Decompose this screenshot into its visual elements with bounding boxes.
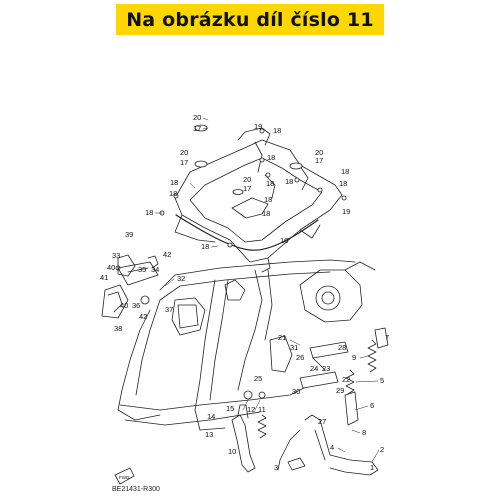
callout-42: 42 (139, 312, 147, 321)
leader-lines (154, 117, 380, 463)
callout-2: 2 (380, 445, 384, 454)
callout-29: 29 (336, 386, 344, 395)
callout-18: 18 (264, 195, 272, 204)
callout-14: 14 (207, 412, 215, 421)
callout-26: 26 (296, 353, 304, 362)
side-stand (231, 390, 266, 473)
callout-16: 16 (280, 236, 288, 245)
callout-17: 17 (243, 184, 251, 193)
fwd-arrow-label: FWD (119, 475, 130, 480)
callout-33: 33 (112, 251, 120, 260)
callout-18: 18 (201, 242, 209, 251)
callout-12: 12 (247, 405, 255, 414)
callout-32: 32 (177, 274, 185, 283)
callout-18: 18 (341, 167, 349, 176)
callout-1: 1 (370, 463, 374, 472)
callout-30: 30 (292, 387, 300, 396)
callout-10: 10 (228, 447, 236, 456)
callout-23: 23 (322, 364, 330, 373)
callout-18: 18 (145, 208, 153, 217)
callout-7: 7 (385, 333, 389, 342)
callout-40: 40 (120, 301, 128, 310)
callout-18: 18 (273, 126, 281, 135)
grommets (159, 124, 347, 248)
part-number-banner: Na obrázku díl číslo 11 (116, 4, 384, 35)
callout-40: 40 (107, 263, 115, 272)
callout-18: 18 (285, 177, 293, 186)
callout-42: 42 (163, 250, 171, 259)
callout-17: 17 (193, 124, 201, 133)
callout-4: 4 (330, 443, 334, 452)
callout-18: 18 (339, 179, 347, 188)
callout-18: 18 (262, 209, 270, 218)
callout-18: 18 (169, 189, 177, 198)
callout-36: 36 (132, 301, 140, 310)
callout-18: 18 (267, 153, 275, 162)
callout-35: 35 (138, 265, 146, 274)
callout-15: 15 (226, 404, 234, 413)
callout-17: 17 (315, 156, 323, 165)
fwd-arrow: FWD (114, 467, 135, 485)
callout-labels: 20 17 19 18 20 17 18 20 17 18 20 17 18 1… (100, 113, 389, 472)
callout-24: 24 (310, 364, 318, 373)
callout-5: 5 (380, 376, 384, 385)
engine-section (299, 261, 376, 323)
callout-20: 20 (193, 113, 201, 122)
callout-38: 38 (114, 324, 122, 333)
drawing-code: BE21431-R300 (112, 486, 160, 493)
callout-19: 19 (342, 207, 350, 216)
callout-39: 39 (125, 230, 133, 239)
callout-19: 19 (254, 122, 262, 131)
callout-28: 28 (338, 343, 346, 352)
callout-41: 41 (100, 273, 108, 282)
callout-31: 31 (290, 343, 298, 352)
side-stand-bracket (101, 261, 159, 319)
callout-27: 27 (318, 417, 326, 426)
callout-11: 11 (258, 405, 266, 414)
callout-20: 20 (315, 148, 323, 157)
callout-20: 20 (243, 175, 251, 184)
callout-22: 22 (342, 375, 350, 384)
callout-37: 37 (165, 305, 173, 314)
callout-17: 17 (180, 158, 188, 167)
main-frame (117, 259, 356, 431)
footrest-bracket-left (117, 254, 159, 277)
center-stand (277, 327, 389, 476)
callout-21: 21 (278, 333, 286, 342)
callout-9: 9 (352, 353, 356, 362)
footrest-pillion (269, 335, 349, 389)
callout-13: 13 (205, 430, 213, 439)
callout-8: 8 (362, 428, 366, 437)
callout-18: 18 (266, 179, 274, 188)
callout-3: 3 (274, 463, 278, 472)
callout-18: 18 (170, 178, 178, 187)
callout-25: 25 (254, 374, 262, 383)
banner-text: Na obrázku díl číslo 11 (126, 8, 374, 31)
footboard-assembly (174, 127, 343, 273)
callout-20: 20 (180, 148, 188, 157)
callout-6: 6 (370, 401, 374, 410)
callout-34: 34 (151, 265, 159, 274)
